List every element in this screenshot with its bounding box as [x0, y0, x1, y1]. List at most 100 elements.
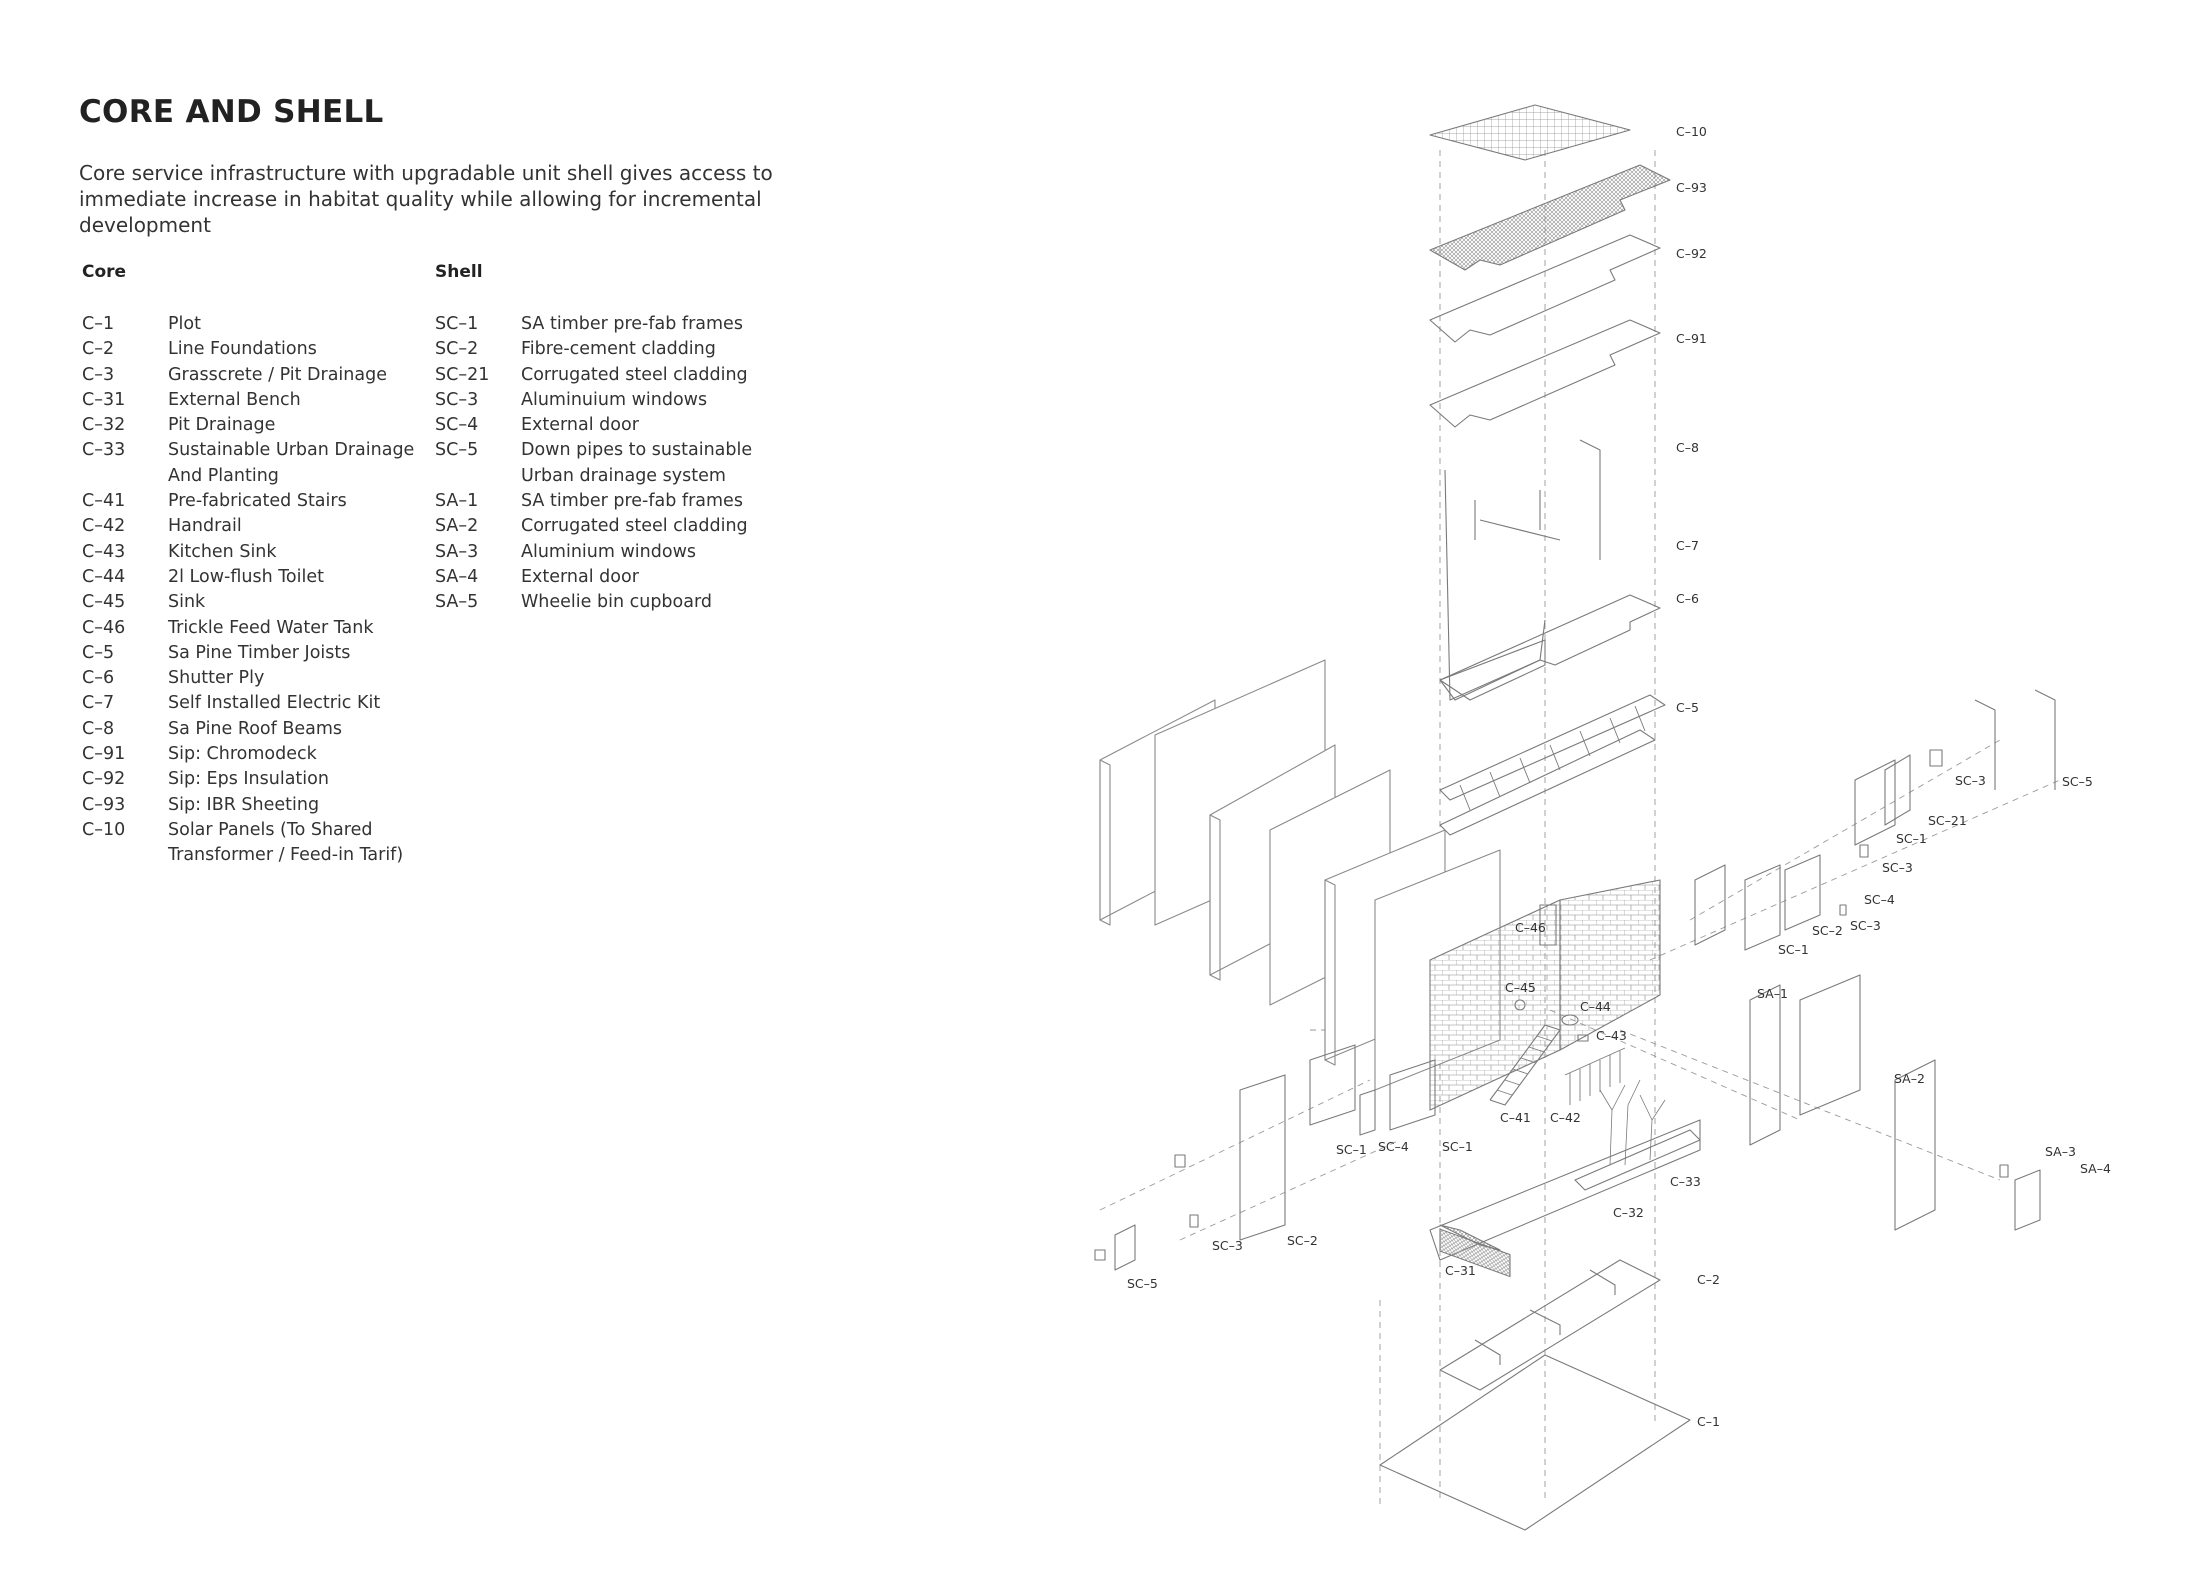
- shell-legend-item: SA–1 SA timber pre-fab frames: [435, 489, 752, 514]
- legend-code: C–92: [82, 769, 126, 790]
- legend-description: Wheelie bin cupboard: [521, 592, 712, 613]
- diagram-label: C–6: [1676, 591, 1699, 606]
- legend-code: C–31: [82, 389, 126, 410]
- shell-left: [1094, 1044, 1436, 1271]
- legend-description: Kitchen Sink: [168, 541, 277, 562]
- legend-code: SA–4: [435, 566, 479, 587]
- timber-frame-panels: [1099, 659, 1501, 1091]
- core-legend-item: C–10 Solar Panels (To Shared Transformer …: [82, 818, 414, 869]
- diagram-label: SC–1: [1336, 1142, 1367, 1157]
- diagram-label: SC–2: [1812, 923, 1843, 938]
- diagram-label: SC–1: [1896, 831, 1927, 846]
- legend-description: External door: [521, 415, 639, 436]
- legend-description: Pre-fabricated Stairs: [168, 491, 347, 512]
- legend-code: SC–1: [435, 314, 479, 334]
- legend-code: SC–4: [435, 415, 479, 436]
- roof-beams-c8: [1444, 439, 1601, 701]
- legend-code: SC–2: [435, 339, 479, 360]
- core-heading: Core: [82, 262, 127, 282]
- diagram-label: SC–3: [1882, 860, 1913, 875]
- legend-code: C–93: [82, 794, 126, 815]
- diagram-label: C–1: [1697, 1414, 1720, 1429]
- diagram-label: SA–2: [1894, 1071, 1925, 1086]
- core-legend-item: C–5 Sa Pine Timber Joists: [82, 641, 414, 666]
- shell-heading: Shell: [435, 262, 483, 282]
- kitchen-sink-c43: [1577, 1034, 1589, 1042]
- diagram-label: C–43: [1596, 1028, 1627, 1043]
- legend-code: SA–5: [435, 592, 479, 613]
- diagram-labels: C–10C–93C–92C–91C–8C–7C–6C–5C–46C–45C–44…: [1127, 124, 2111, 1429]
- legend-code: C–41: [82, 491, 126, 512]
- shell-legend-item: SC–4 External door: [435, 413, 752, 438]
- handrail-c42: [1564, 1047, 1626, 1105]
- legend-description: Sip: IBR Sheeting: [168, 794, 320, 815]
- legend-description: External Bench: [168, 389, 301, 410]
- legend-description: Fibre-cement cladding: [521, 339, 716, 360]
- legend-description: Sa Pine Roof Beams: [168, 718, 343, 739]
- legend-code: SA–2: [435, 516, 479, 537]
- legend-code: C–10: [82, 819, 126, 840]
- legend-code: SC–3: [435, 389, 479, 410]
- diagram-label: SC–4: [1864, 892, 1895, 907]
- diagram-label: C–5: [1676, 700, 1699, 715]
- legend-code: C–5: [82, 642, 115, 663]
- legend-description: External door: [521, 566, 639, 587]
- eps-insulation-c92: [1429, 234, 1661, 343]
- diagram-label: SA–3: [2045, 1144, 2076, 1159]
- legend-code: SC–5: [435, 440, 479, 461]
- legend-code: C–91: [82, 744, 126, 765]
- diagram-label: C–8: [1676, 440, 1699, 455]
- diagram-label: C–10: [1676, 124, 1707, 139]
- legend-description: Handrail: [168, 516, 242, 537]
- legend-code: C–43: [82, 541, 126, 562]
- legend-description: Sip: Chromodeck: [168, 744, 317, 765]
- toilet-c44: [1561, 1014, 1579, 1026]
- diagram-label: C–92: [1676, 246, 1707, 261]
- legend-description: Corrugated steel cladding: [521, 516, 748, 537]
- shell-right: [1694, 689, 2056, 1231]
- core-legend-item: C–91 Sip: Chromodeck: [82, 742, 414, 767]
- legend-code: C–2: [82, 339, 115, 360]
- slab-c3: [1429, 1119, 1701, 1261]
- legend-code: SA–3: [435, 541, 479, 562]
- legend-description: Shutter Ply: [168, 668, 265, 689]
- legend-code: SC–21: [435, 364, 490, 385]
- legend-description: Solar Panels (To Shared Transformer / Fe…: [168, 819, 404, 866]
- legend-description: 2l Low-flush Toilet: [168, 566, 324, 587]
- legend-description: SA timber pre-fab frames: [521, 491, 743, 512]
- shell-legend-item: SC–21 Corrugated steel cladding: [435, 363, 752, 388]
- legend-description: Aluminuium windows: [521, 389, 708, 410]
- core-legend-item: C–43 Kitchen Sink: [82, 540, 414, 565]
- legend-description: Down pipes to sustainable Urban drainage…: [521, 440, 753, 486]
- legend-description: Grasscrete / Pit Drainage: [168, 364, 387, 385]
- diagram-label: C–46: [1515, 920, 1546, 935]
- legend-description: Sustainable Urban Drainage And Planting: [168, 440, 415, 486]
- diagram-label: C–45: [1505, 980, 1536, 995]
- legend-description: Aluminium windows: [521, 541, 696, 562]
- diagram-label: C–7: [1676, 538, 1699, 553]
- diagram-label: C–91: [1676, 331, 1707, 346]
- diagram-label: C–42: [1550, 1110, 1581, 1125]
- legend-code: SA–1: [435, 491, 479, 512]
- planting-c33: [1599, 1079, 1666, 1166]
- diagram-label: SC–21: [1928, 813, 1967, 828]
- diagram-label: SC–4: [1378, 1139, 1409, 1154]
- legend-description: Self Installed Electric Kit: [168, 693, 381, 714]
- legend-code: C–32: [82, 415, 126, 436]
- legend-description: Sa Pine Timber Joists: [168, 642, 351, 663]
- legend-description: Corrugated steel cladding: [521, 364, 748, 385]
- stairs-c41: [1489, 1024, 1561, 1106]
